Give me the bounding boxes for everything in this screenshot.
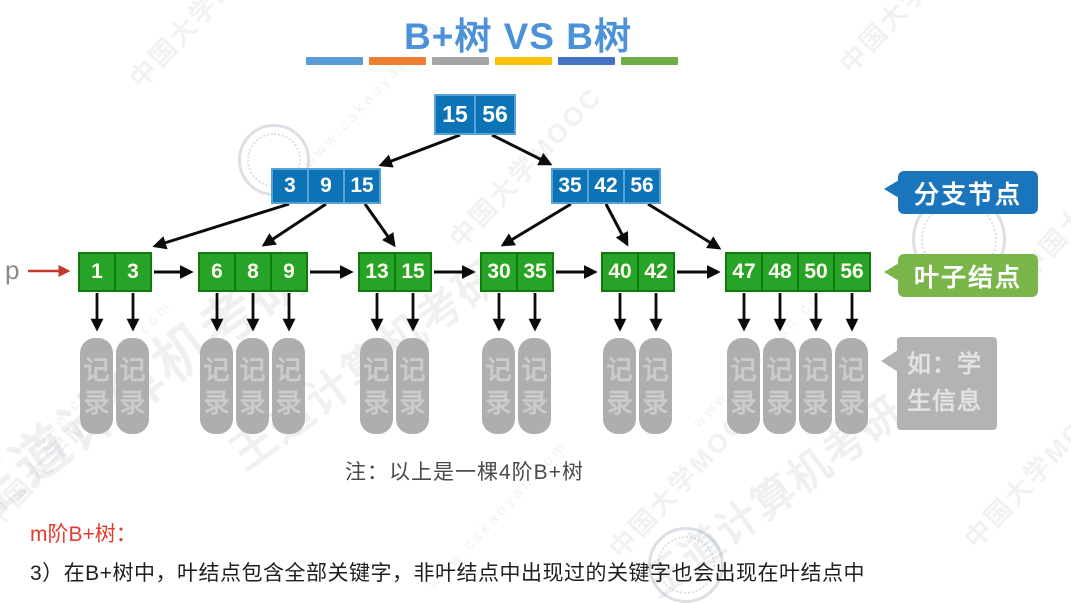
leaf-callout-label: 叶子结点 bbox=[913, 263, 1022, 292]
callout-tail bbox=[884, 180, 899, 198]
record-pill: 记录 bbox=[200, 338, 233, 434]
bar-swatch bbox=[558, 57, 615, 65]
key-cell: 40 bbox=[601, 252, 639, 292]
record-pill: 记录 bbox=[603, 338, 636, 434]
leaf-node: 40 42 bbox=[601, 252, 675, 292]
leaf-node: 47 48 50 56 bbox=[725, 252, 871, 292]
key-cell: 13 bbox=[358, 252, 396, 292]
root-node: 15 56 bbox=[434, 94, 516, 135]
key-cell: 35 bbox=[551, 168, 589, 204]
internal-node-left: 3 9 15 bbox=[271, 168, 381, 204]
record-pill: 记录 bbox=[272, 338, 305, 434]
key-cell: 42 bbox=[587, 168, 625, 204]
record-pill: 记录 bbox=[80, 338, 113, 434]
record-pill: 记录 bbox=[727, 338, 760, 434]
bar-swatch bbox=[621, 57, 678, 65]
record-pill: 记录 bbox=[639, 338, 672, 434]
key-cell: 47 bbox=[725, 252, 763, 292]
branch-node-callout: 分支节点 bbox=[884, 171, 1038, 214]
record-arrows bbox=[90, 293, 859, 332]
record-pill: 记录 bbox=[396, 338, 429, 434]
key-cell: 9 bbox=[270, 252, 308, 292]
key-cell: 56 bbox=[623, 168, 661, 204]
key-cell: 56 bbox=[833, 252, 871, 292]
key-cell: 15 bbox=[343, 168, 381, 204]
diagram-caption: 注：以上是一棵4阶B+树 bbox=[345, 461, 584, 484]
key-cell: 15 bbox=[394, 252, 432, 292]
callout-tail bbox=[881, 350, 898, 372]
key-cell: 8 bbox=[234, 252, 272, 292]
record-example-callout: 如：学生信息 bbox=[881, 337, 997, 430]
footer-text: 3）在B+树中，叶结点包含全部关键字，非叶结点中出现过的关键字也会出现在叶结点中 bbox=[30, 562, 865, 585]
leaf-node: 6 8 9 bbox=[198, 252, 308, 292]
key-cell: 56 bbox=[474, 94, 516, 135]
key-cell: 6 bbox=[198, 252, 236, 292]
record-pill: 记录 bbox=[236, 338, 269, 434]
bar-swatch bbox=[369, 57, 426, 65]
record-pill: 记录 bbox=[360, 338, 393, 434]
key-cell: 9 bbox=[307, 168, 345, 204]
example-callout-label: 如：学生信息 bbox=[907, 351, 982, 415]
leaf-node: 30 35 bbox=[480, 252, 554, 292]
internal-node-right: 35 42 56 bbox=[551, 168, 661, 204]
key-cell: 42 bbox=[637, 252, 675, 292]
key-cell: 15 bbox=[434, 94, 476, 135]
key-cell: 1 bbox=[78, 252, 116, 292]
leaf-node: 13 15 bbox=[358, 252, 432, 292]
record-pill: 记录 bbox=[835, 338, 868, 434]
record-pill: 记录 bbox=[763, 338, 796, 434]
key-cell: 30 bbox=[480, 252, 518, 292]
bar-swatch bbox=[306, 57, 363, 65]
page-title: B+树 VS B树 bbox=[404, 16, 632, 57]
bar-swatch bbox=[432, 57, 489, 65]
key-cell: 48 bbox=[761, 252, 799, 292]
parent-child-edges bbox=[152, 133, 722, 250]
leaf-node: 1 3 bbox=[78, 252, 152, 292]
record-pill: 记录 bbox=[799, 338, 832, 434]
key-cell: 50 bbox=[797, 252, 835, 292]
branch-callout-label: 分支节点 bbox=[913, 180, 1022, 209]
key-cell: 3 bbox=[271, 168, 309, 204]
leaf-node-callout: 叶子结点 bbox=[884, 254, 1038, 297]
bar-swatch bbox=[495, 57, 552, 65]
title-underline-bars bbox=[306, 57, 678, 65]
record-pill: 记录 bbox=[482, 338, 515, 434]
head-pointer-label: p bbox=[5, 255, 20, 285]
key-cell: 3 bbox=[114, 252, 152, 292]
record-pill: 记录 bbox=[518, 338, 551, 434]
record-pill: 记录 bbox=[116, 338, 149, 434]
key-cell: 35 bbox=[516, 252, 554, 292]
footer-heading: m阶B+树： bbox=[30, 523, 137, 546]
callout-tail bbox=[884, 263, 899, 281]
